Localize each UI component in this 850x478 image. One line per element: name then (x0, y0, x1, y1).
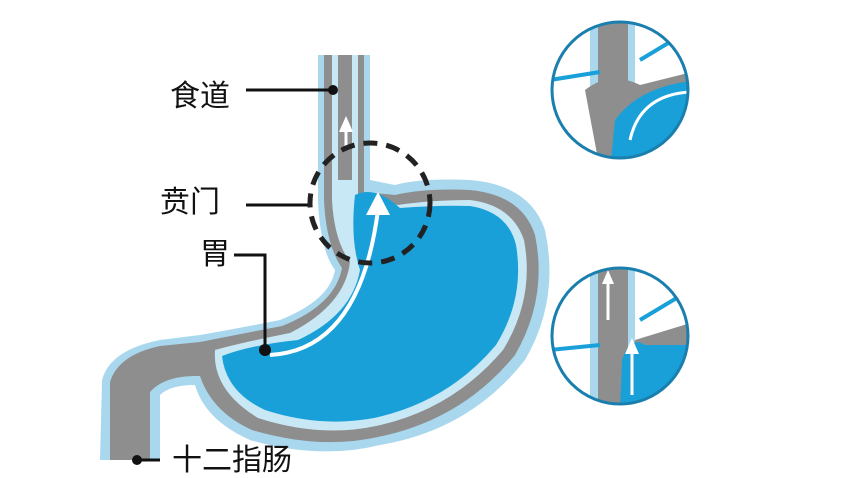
inset-open-cardia (550, 266, 690, 406)
cardia-label: 贲门 (160, 185, 220, 220)
inset-closed-cardia (550, 20, 690, 160)
stomach-label: 胃 (200, 237, 230, 272)
cardia-highlight-circle (307, 140, 433, 266)
duodenum-label: 十二指肠 (172, 443, 292, 478)
esophagus-label: 食道 (170, 79, 230, 114)
stomach-leader-line (234, 253, 267, 350)
stomach-illustration (100, 55, 550, 460)
duodenum-dot (132, 455, 142, 465)
esophagus-dot (328, 85, 338, 95)
stomach-dot (259, 344, 271, 356)
